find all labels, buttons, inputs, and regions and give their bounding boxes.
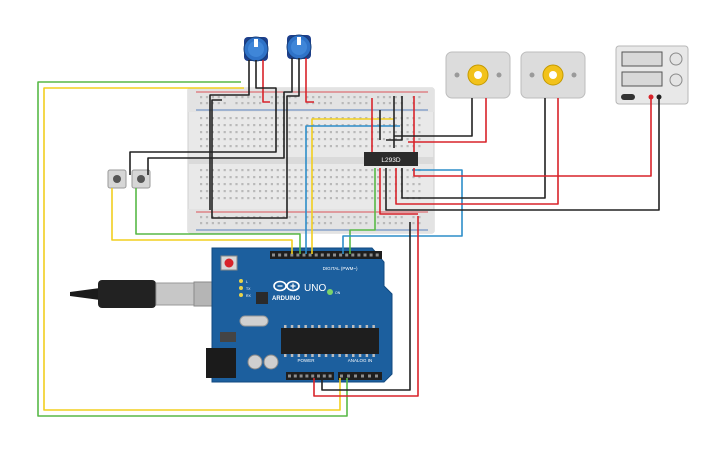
motor-screw — [529, 72, 535, 78]
digital-header — [270, 251, 382, 259]
potentiometer-right[interactable] — [286, 34, 312, 60]
l-led — [239, 279, 243, 283]
pot-indicator — [297, 37, 301, 45]
wire-pot-right-vcc[interactable] — [305, 58, 314, 103]
motor-screw — [496, 72, 502, 78]
voltage-regulator — [220, 332, 236, 342]
wire-green-analog-a1[interactable] — [37, 81, 348, 417]
push-button-left[interactable] — [107, 169, 127, 189]
on-led-label: ON — [335, 291, 341, 295]
wire-pot-right-signal[interactable] — [211, 58, 300, 219]
wire-black-arduino-gnd[interactable] — [321, 222, 411, 391]
arduino-logo-icon — [273, 280, 300, 292]
digital-pins-label: DIGITAL (PWM~) — [323, 266, 358, 271]
wire-supply-negative[interactable] — [385, 99, 660, 211]
motor-shaft — [549, 71, 557, 79]
wire-pot-right-gnd[interactable] — [147, 58, 293, 175]
led-label-tx: TX — [246, 287, 251, 291]
wires — [37, 58, 660, 417]
power-pins-label: POWER — [297, 358, 315, 363]
dc-motor-right[interactable] — [520, 51, 586, 99]
wire-motor-right-negative[interactable] — [401, 98, 546, 199]
wire-black-driver-gnd-top[interactable] — [386, 96, 403, 141]
reset-button[interactable] — [224, 258, 234, 268]
usb-chip — [256, 292, 268, 304]
chip-body — [364, 152, 418, 166]
arduino-model-text: UNO — [304, 283, 326, 294]
analog-header — [338, 372, 382, 380]
voltage-knob[interactable] — [669, 52, 683, 66]
wire-yellow-analog-a0[interactable] — [43, 87, 341, 411]
pot-knob-cap — [291, 39, 307, 55]
power-switch[interactable] — [621, 94, 635, 100]
analog-pins-label: ANALOG IN — [348, 358, 373, 363]
usb-plug-housing — [98, 280, 156, 308]
l293d-driver-chip[interactable]: L293D — [364, 152, 418, 166]
wire-red-arduino-5v[interactable] — [313, 216, 419, 397]
usb-cable-tail — [70, 288, 100, 300]
center-channel — [188, 157, 434, 164]
pot-indicator — [254, 39, 258, 47]
wire-pot-left-signal[interactable] — [129, 60, 277, 175]
pot-knob-cap — [248, 41, 264, 57]
positive-terminal — [648, 94, 654, 100]
usb-cable — [70, 280, 215, 308]
wire-green-driver-enable[interactable] — [349, 168, 376, 254]
on-led — [327, 289, 333, 295]
capacitor — [247, 354, 263, 370]
current-knob[interactable] — [669, 73, 683, 87]
atmega-pins — [284, 325, 375, 357]
rx-led — [239, 293, 243, 297]
wire-motor-right-positive[interactable] — [395, 98, 559, 205]
atmega-microcontroller — [281, 328, 379, 354]
button-cap — [113, 175, 121, 183]
negative-terminal — [656, 94, 662, 100]
wire-yellow-button-left[interactable] — [111, 188, 293, 254]
push-button-right[interactable] — [131, 169, 151, 189]
breadboard-holes — [200, 96, 421, 225]
wire-motor-left-positive[interactable] — [408, 98, 487, 143]
led-label-rx: RX — [246, 294, 252, 298]
wire-supply-positive[interactable] — [413, 99, 652, 177]
display-top — [621, 51, 663, 67]
bottom-power-rail — [188, 209, 434, 233]
tx-led — [239, 286, 243, 290]
power-header — [286, 372, 334, 380]
power-supply[interactable] — [615, 45, 689, 105]
wire-motor-left-negative[interactable] — [394, 98, 473, 137]
chip-label: L293D — [381, 157, 400, 164]
wire-yellow-driver-input[interactable] — [311, 118, 394, 254]
potentiometer-left[interactable] — [243, 36, 269, 62]
dc-motor-left[interactable] — [445, 51, 511, 99]
wire-blue-driver-input[interactable] — [305, 125, 400, 254]
usb-socket — [193, 281, 215, 307]
wire-red-driver-to-rail[interactable] — [379, 168, 418, 215]
motor-screw — [571, 72, 577, 78]
motor-screw — [454, 72, 460, 78]
arduino-uno-board[interactable]: ARDUINO UNO DIGITAL (PWM~) POWER ANALOG … — [206, 247, 393, 383]
wire-green-button-right[interactable] — [135, 188, 301, 254]
led-label-l: L — [246, 280, 248, 284]
wire-blue-driver-enable[interactable] — [342, 169, 463, 254]
dc-power-jack — [206, 348, 236, 378]
display-bottom — [621, 71, 663, 87]
motor-shaft — [474, 71, 482, 79]
capacitor — [263, 354, 279, 370]
button-cap — [137, 175, 145, 183]
crystal-oscillator — [239, 315, 269, 327]
arduino-logo-text: ARDUINO — [272, 296, 300, 302]
usb-plug-metal — [155, 282, 195, 306]
header-pins — [272, 253, 379, 378]
wire-pot-left-vcc[interactable] — [262, 60, 270, 103]
